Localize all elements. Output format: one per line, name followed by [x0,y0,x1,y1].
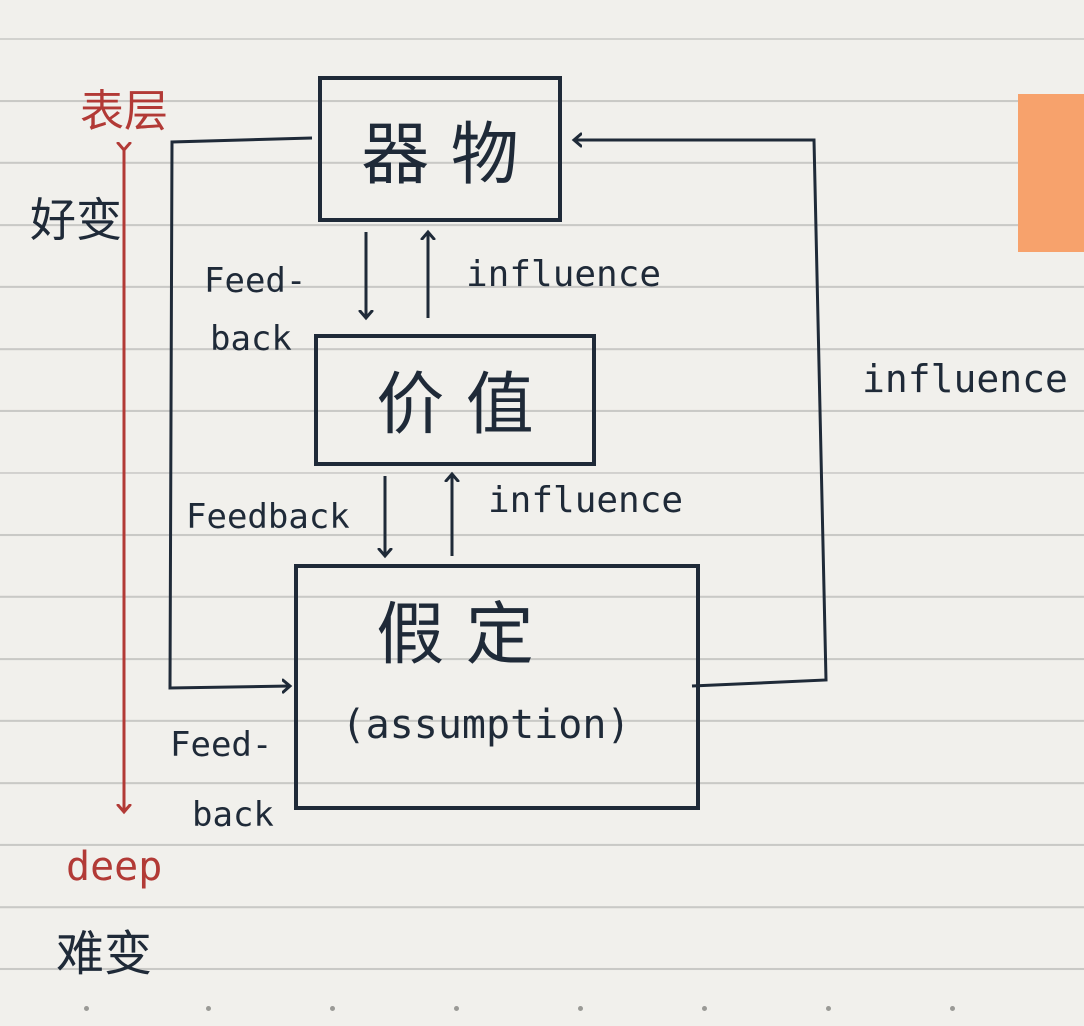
box-assumptions: 假 定 (assumption) [294,564,700,810]
label-feedback-middle: Feedback [186,497,350,537]
depth-scale: 表层 好变 deep 难变 [30,86,168,982]
box-artifacts-frame [318,76,562,222]
box-assumptions-label: 假 定 [376,596,534,675]
scale-bottom-note: 难变 [56,926,152,982]
scale-top-label: 表层 [80,86,168,137]
box-values-frame [314,334,596,466]
box-assumptions-sublabel: (assumption) [342,702,631,748]
label-feedback-lower: Feed- back [170,725,293,835]
arrow-right-loop [574,140,828,688]
box-values-label: 价 值 [376,366,534,445]
label-influence-upper: influence [466,254,661,295]
sticky-note [1018,94,1084,252]
box-artifacts: 器 物 [318,76,562,222]
scale-top-note: 好变 [30,193,122,247]
scale-bottom-label: deep [66,844,162,890]
box-artifacts-label: 器 物 [361,116,519,195]
label-feedback-upper: Feed- back [204,261,327,359]
label-influence-right: influence [862,357,1068,401]
arrow-left-loop [168,136,313,688]
label-influence-middle: influence [488,480,683,521]
box-values: 价 值 [314,334,596,466]
